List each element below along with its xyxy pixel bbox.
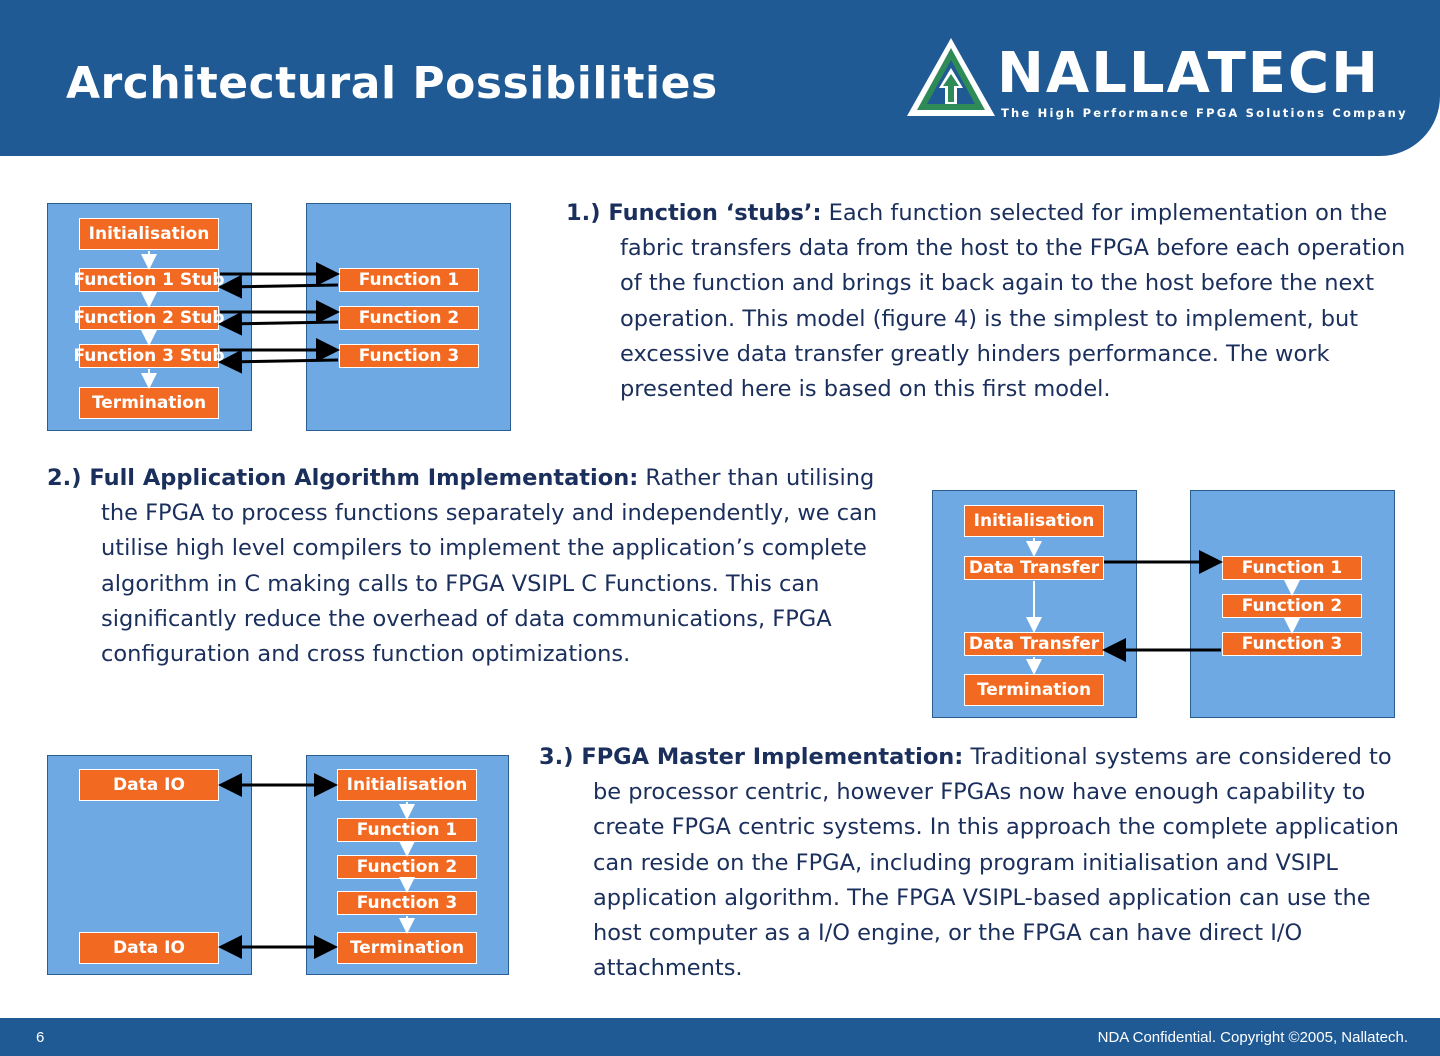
- paragraph-function-stubs: 1.) Function ‘stubs’: Each function sele…: [566, 196, 1430, 407]
- slide-title: Architectural Possibilities: [66, 58, 718, 109]
- d3-host-data-io-top: Data IO: [79, 769, 219, 801]
- d1-host-function2-stub: Function 2 Stub: [73, 306, 225, 330]
- para2-heading: 2.) Full Application Algorithm Implement…: [47, 465, 639, 491]
- paragraph-fpga-master: 3.) FPGA Master Implementation: Traditio…: [539, 740, 1419, 986]
- d2-host-data-transfer-out: Data Transfer: [964, 556, 1104, 580]
- d2-host-termination: Termination: [964, 674, 1104, 706]
- header-bar: Architectural Possibilities NALLATECH Th…: [0, 0, 1440, 156]
- para3-body: Traditional systems are considered to be…: [593, 744, 1399, 982]
- logo-wordmark: NALLATECH: [997, 41, 1380, 106]
- d2-fpga-function2: Function 2: [1222, 594, 1362, 618]
- d2-host-initialisation: Initialisation: [964, 505, 1104, 537]
- copyright-notice: NDA Confidential. Copyright ©2005, Nalla…: [1097, 1029, 1408, 1046]
- para1-heading: 1.) Function ‘stubs’:: [566, 200, 822, 226]
- d3-fpga-function3: Function 3: [337, 891, 477, 915]
- logo-tagline: The High Performance FPGA Solutions Comp…: [1001, 106, 1408, 120]
- d3-fpga-function2: Function 2: [337, 855, 477, 879]
- d1-host-initialisation: Initialisation: [79, 218, 219, 250]
- d1-host-termination: Termination: [79, 387, 219, 419]
- d2-host-data-transfer-in: Data Transfer: [964, 632, 1104, 656]
- d1-fpga-function1: Function 1: [339, 268, 479, 292]
- d1-fpga-function3: Function 3: [339, 344, 479, 368]
- d1-fpga-function2: Function 2: [339, 306, 479, 330]
- d3-host-data-io-bottom: Data IO: [79, 932, 219, 964]
- footer-bar: 6 NDA Confidential. Copyright ©2005, Nal…: [0, 1018, 1440, 1056]
- d3-fpga-initialisation: Initialisation: [337, 769, 477, 801]
- d2-fpga-function1: Function 1: [1222, 556, 1362, 580]
- para3-heading: 3.) FPGA Master Implementation:: [539, 744, 964, 770]
- para2-body: Rather than utilising the FPGA to proces…: [101, 465, 878, 668]
- d3-fpga-function1: Function 1: [337, 818, 477, 842]
- d2-fpga-function3: Function 3: [1222, 632, 1362, 656]
- d3-fpga-termination: Termination: [337, 932, 477, 964]
- paragraph-full-application: 2.) Full Application Algorithm Implement…: [47, 461, 907, 672]
- nallatech-logo: NALLATECH The High Performance FPGA Solu…: [905, 34, 1406, 124]
- d1-host-function1-stub: Function 1 Stub: [73, 268, 225, 292]
- para1-body: Each function selected for implementatio…: [620, 200, 1406, 403]
- d1-host-function3-stub: Function 3 Stub: [73, 344, 225, 368]
- logo-triangle-icon: [907, 38, 995, 116]
- page-number: 6: [36, 1029, 45, 1046]
